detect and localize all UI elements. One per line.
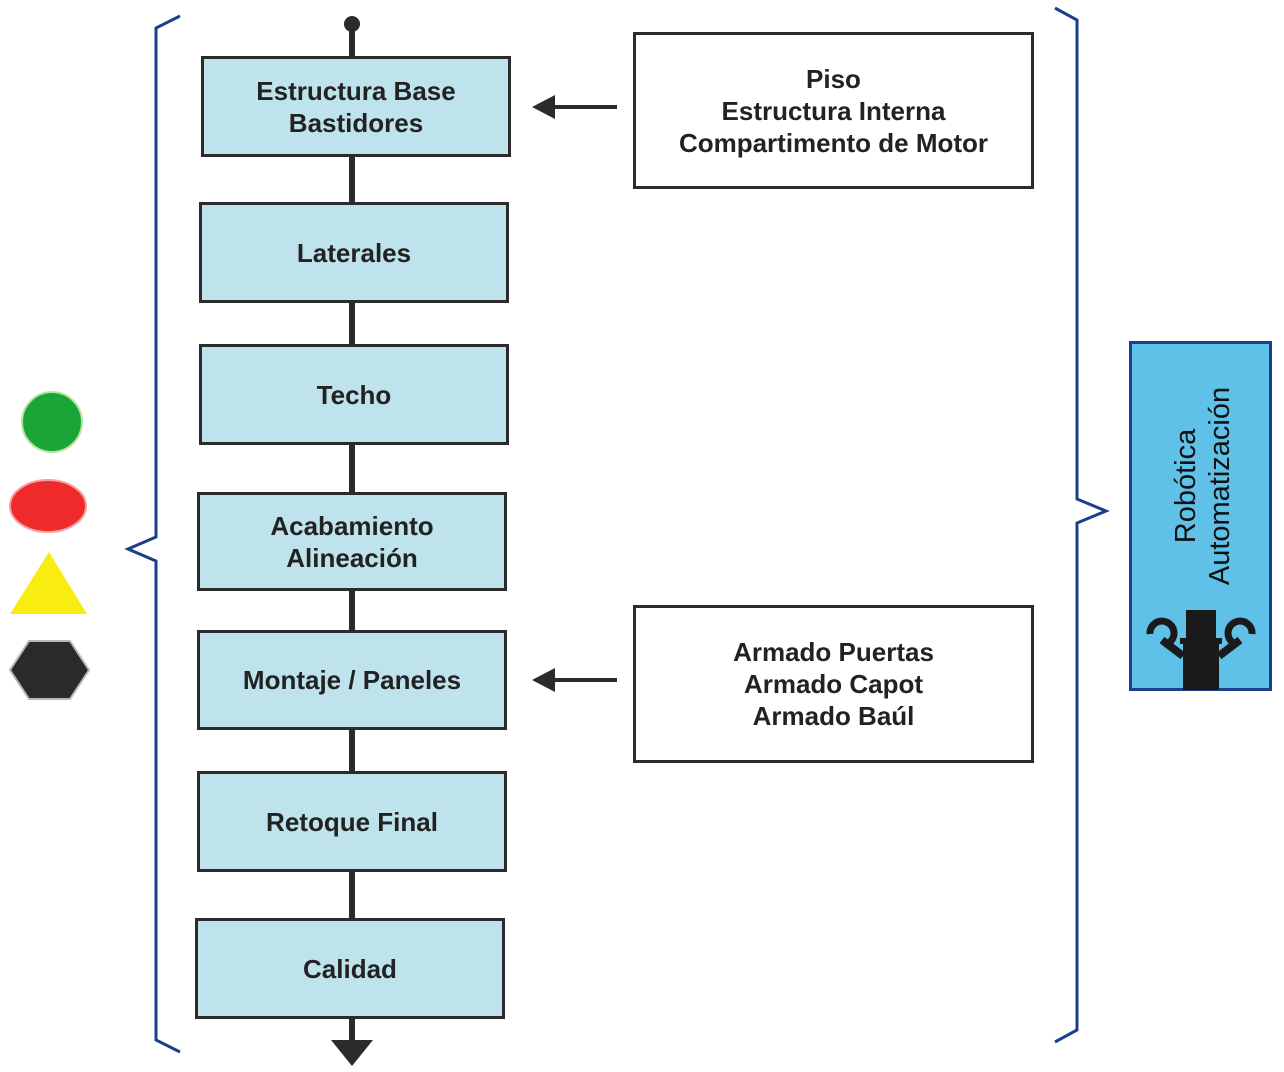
arrowhead-piso xyxy=(532,95,555,119)
arrowhead-armado xyxy=(532,668,555,692)
note-label-line: Piso xyxy=(806,63,861,94)
step-label-line: Estructura Base xyxy=(256,75,456,106)
robot-icon xyxy=(1146,610,1256,690)
right-brace xyxy=(1054,6,1110,1044)
robotics-label: Robótica xyxy=(1170,428,1202,544)
legend-black-hexagon xyxy=(8,640,91,700)
step-laterales: Laterales xyxy=(199,202,509,303)
step-label-line: Montaje / Paneles xyxy=(242,665,462,695)
note-label-line: Armado Puertas xyxy=(733,637,934,667)
step-label-line: Techo xyxy=(316,379,392,410)
note-label-line: Armado Baúl xyxy=(752,701,915,731)
note-label-line: Compartimento de Motor xyxy=(678,127,989,158)
step-label-line: Retoque Final xyxy=(266,806,438,837)
step-calidad: Calidad xyxy=(195,918,505,1019)
step-label-line: Laterales xyxy=(296,237,412,268)
step-acabamiento: Acabamiento Alineación xyxy=(197,492,507,591)
flow-start-dot xyxy=(344,16,360,32)
robotics-automation-panel: Robótica Automatización xyxy=(1129,341,1272,691)
step-label-line: Bastidores xyxy=(288,107,424,138)
step-retoque-final: Retoque Final xyxy=(197,771,507,872)
step-label-line: Alineación xyxy=(286,542,418,573)
note-piso-estructura-motor: Piso Estructura Interna Compartimento de… xyxy=(633,32,1034,189)
legend-red-ellipse xyxy=(9,479,87,533)
note-label-line: Armado Capot xyxy=(743,669,924,699)
step-montaje-paneles: Montaje / Paneles xyxy=(197,630,507,730)
legend-green-circle xyxy=(21,391,83,453)
step-label-line: Calidad xyxy=(303,953,397,984)
left-brace xyxy=(124,14,181,1054)
automation-label: Automatización xyxy=(1204,386,1236,586)
step-techo: Techo xyxy=(199,344,509,445)
legend-yellow-triangle xyxy=(10,552,87,614)
flow-end-arrowhead xyxy=(331,1040,373,1066)
note-label-line: Estructura Interna xyxy=(721,95,946,126)
step-estructura-base: Estructura Base Bastidores xyxy=(201,56,511,157)
step-label-line: Acabamiento xyxy=(270,510,434,541)
robotics-panel-text: Robótica Automatización xyxy=(1169,387,1237,585)
note-armado: Armado Puertas Armado Capot Armado Baúl xyxy=(633,605,1034,763)
